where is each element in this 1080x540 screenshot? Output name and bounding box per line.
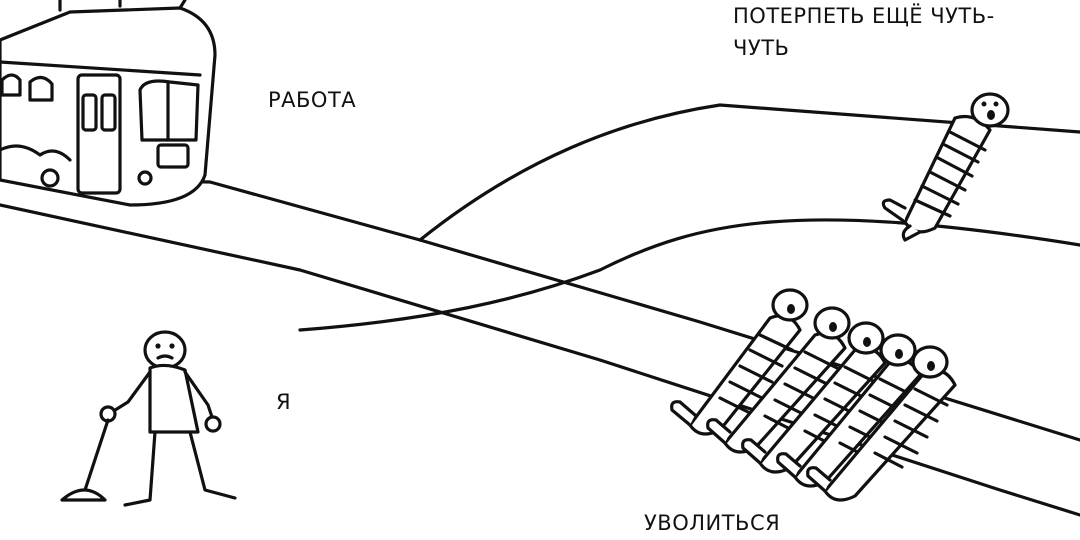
single-person	[881, 92, 1010, 242]
work-label: РАБОТА	[268, 88, 357, 112]
lever-person	[60, 330, 237, 507]
branch-track	[298, 103, 1080, 332]
tram	[0, 0, 217, 207]
group-of-five	[670, 288, 957, 502]
quit-label: УВОЛИТЬСЯ	[644, 511, 781, 535]
endure-label-line2: ЧУТЬ	[733, 36, 790, 60]
me-label: Я	[276, 390, 292, 414]
endure-label: ПОТЕРПЕТЬ ЕЩЁ ЧУТЬ- ЧУТЬ	[733, 0, 995, 64]
endure-label-line1: ПОТЕРПЕТЬ ЕЩЁ ЧУТЬ-	[733, 4, 995, 28]
